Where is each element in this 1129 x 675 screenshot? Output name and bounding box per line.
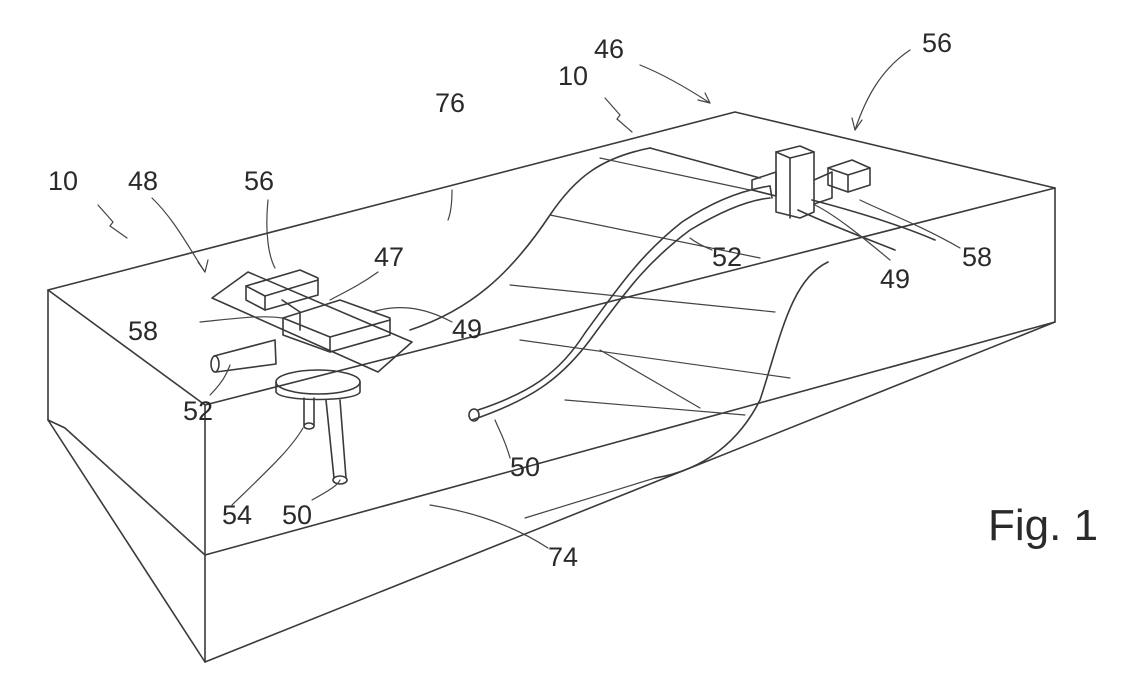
label-48: 48 xyxy=(128,166,158,196)
riser-pipe xyxy=(469,186,772,421)
label-46: 46 xyxy=(594,34,624,64)
label-50-mid: 50 xyxy=(510,452,540,482)
label-10-right: 10 xyxy=(558,61,588,91)
label-58-left: 58 xyxy=(128,316,158,346)
label-74: 74 xyxy=(548,542,578,572)
label-56-right: 56 xyxy=(922,28,952,58)
leader-lines xyxy=(152,50,960,548)
lightning-marks xyxy=(98,98,632,238)
label-50-left: 50 xyxy=(282,500,312,530)
label-54: 54 xyxy=(222,500,252,530)
label-58-right: 58 xyxy=(962,242,992,272)
label-52-left: 52 xyxy=(183,396,213,426)
label-56-left: 56 xyxy=(244,166,274,196)
seabed-block xyxy=(48,112,1055,662)
label-10-left: 10 xyxy=(48,166,78,196)
label-49-right: 49 xyxy=(880,264,910,294)
label-47: 47 xyxy=(374,242,404,272)
right-installation xyxy=(752,146,935,250)
figure-caption: Fig. 1 xyxy=(988,501,1098,550)
label-49-left: 49 xyxy=(452,314,482,344)
label-76: 76 xyxy=(435,88,465,118)
label-52-right: 52 xyxy=(712,242,742,272)
